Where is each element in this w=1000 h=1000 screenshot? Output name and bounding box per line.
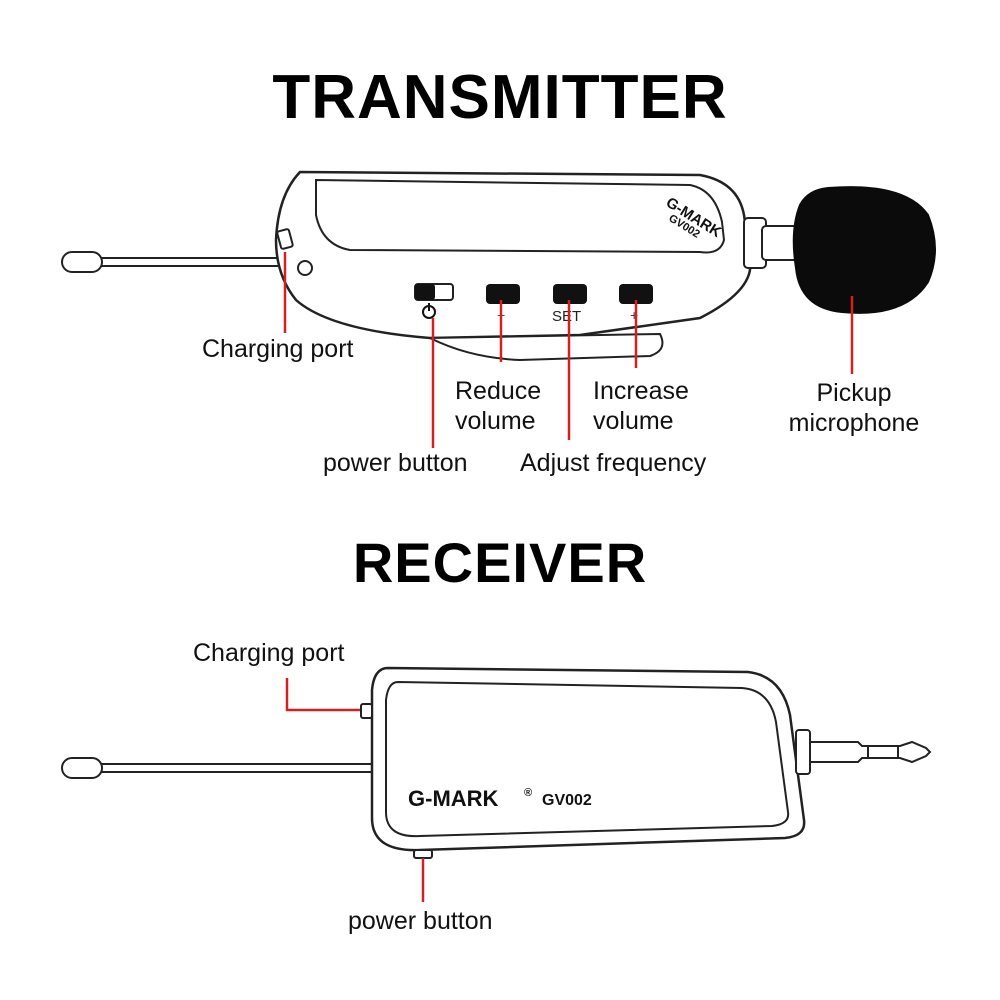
power-icon xyxy=(422,303,436,319)
label-pickup-microphone-line1: Pickup xyxy=(816,379,892,407)
receiver-body xyxy=(360,666,932,859)
label-pickup-microphone-line2: microphone xyxy=(788,409,920,437)
increase-volume-button[interactable] xyxy=(619,284,653,304)
label-charging-port: Charging port xyxy=(202,335,354,363)
leader-receiver-charging-port xyxy=(285,678,360,712)
transmitter-title: TRANSMITTER xyxy=(272,63,728,132)
receiver-brand: G-MARK xyxy=(408,786,499,811)
receiver-model: GV002 xyxy=(542,792,592,809)
receiver-leader-lines xyxy=(285,678,425,902)
microphone-foam xyxy=(792,186,936,314)
label-increase-volume-line1: Increase xyxy=(593,377,689,405)
label-receiver-power-button: power button xyxy=(348,907,493,935)
set-button[interactable] xyxy=(553,284,587,304)
receiver-antenna xyxy=(61,757,372,779)
transmitter-body xyxy=(274,170,803,362)
power-switch[interactable] xyxy=(414,283,454,301)
receiver-title: RECEIVER xyxy=(352,531,648,594)
label-pickup-microphone: Pickup microphone xyxy=(776,378,932,438)
plus-mark: + xyxy=(630,307,638,323)
label-increase-volume-line2: volume xyxy=(593,407,674,435)
set-mark: SET xyxy=(552,308,581,325)
label-receiver-charging-port: Charging port xyxy=(193,639,345,667)
receiver-brand-mark: ® xyxy=(524,787,532,799)
label-adjust-frequency: Adjust frequency xyxy=(520,449,707,477)
reduce-volume-button[interactable] xyxy=(486,284,520,304)
label-increase-volume: Increase volume xyxy=(593,376,689,436)
transmitter-antenna xyxy=(61,251,278,273)
transmitter-leader-lines xyxy=(283,252,854,448)
label-reduce-volume-line1: Reduce xyxy=(455,377,542,405)
label-reduce-volume-line2: volume xyxy=(455,407,536,435)
label-power-button: power button xyxy=(323,449,468,477)
label-reduce-volume: Reduce volume xyxy=(455,376,541,436)
